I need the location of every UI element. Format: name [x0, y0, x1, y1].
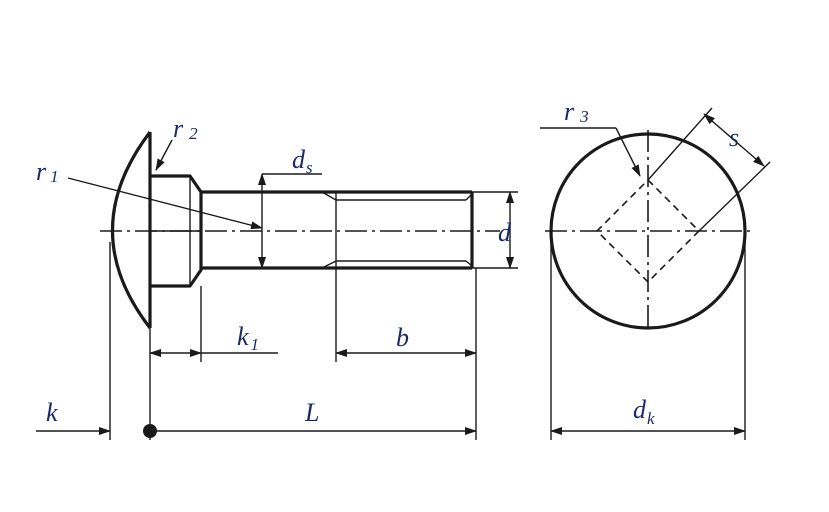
label-k: k [46, 398, 58, 427]
s-dimension-line [703, 113, 765, 167]
label-d: d [498, 218, 512, 247]
end-view [540, 107, 771, 440]
chamfer-top [465, 193, 473, 201]
L-origin-dot [143, 424, 157, 438]
label-s: s [729, 123, 739, 152]
thread-runout-bottom [321, 260, 337, 269]
label-L: L [304, 398, 319, 427]
label-b: b [396, 323, 409, 352]
s-ext-top [647, 107, 713, 181]
label-ds: ds [292, 145, 313, 177]
dome-head [110, 131, 152, 329]
thread-runout-top [321, 191, 337, 201]
square-neck-hidden [595, 178, 701, 284]
r3-leader [615, 127, 641, 177]
side-view [36, 131, 518, 440]
label-dk: dk [633, 395, 655, 428]
r2-leader [155, 139, 173, 171]
s-ext-bottom [698, 161, 771, 232]
chamfer-bottom [465, 260, 473, 267]
head-circle [549, 132, 747, 330]
r1-leader [67, 177, 263, 230]
